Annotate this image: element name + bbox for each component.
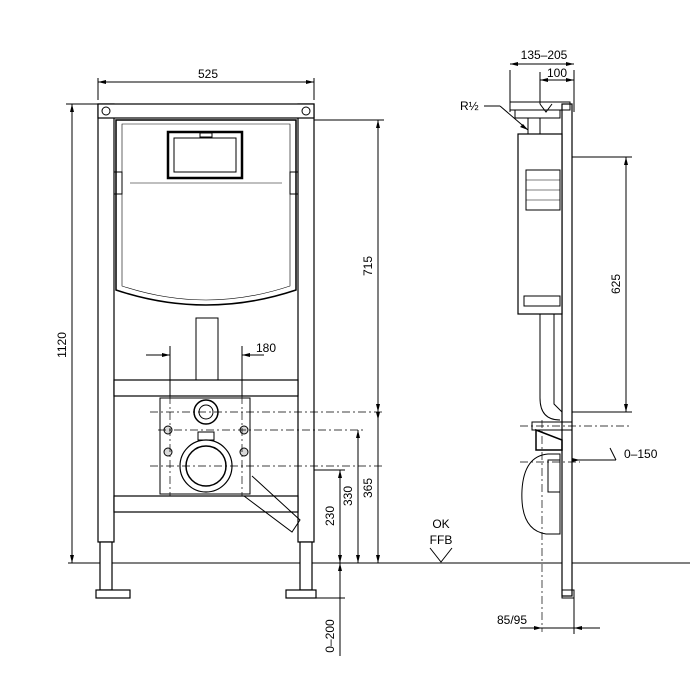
offset-dimension: 0–150 <box>624 447 658 461</box>
right-leg <box>299 541 313 591</box>
left-leg <box>99 541 113 591</box>
middle-rail <box>113 379 299 397</box>
floor-marker-arrow <box>429 547 453 563</box>
height-dimension: 1120 <box>55 332 69 358</box>
bottom-rail <box>113 495 299 513</box>
mount-hole-left <box>101 106 111 116</box>
floor-marker: OK FFB <box>429 517 453 563</box>
right-foot <box>285 589 317 599</box>
side-bowl-outlet <box>521 453 561 535</box>
thread-label: R½ <box>460 99 479 113</box>
side-upright <box>561 103 573 597</box>
mount-hole-right <box>301 106 311 116</box>
flush-plate <box>166 130 244 180</box>
right-upright <box>297 103 315 543</box>
side-cistern <box>517 133 563 315</box>
front-view: 525 1120 715 180 365 330 <box>55 67 690 656</box>
left-upright <box>97 103 115 543</box>
floor-marker-line1: OK <box>432 517 449 531</box>
foot-dimension: 85/95 <box>497 613 527 627</box>
floor-marker-line2: FFB <box>430 533 453 547</box>
top-rail <box>97 103 315 119</box>
cistern-height-dimension: 715 <box>361 256 375 276</box>
cistern-body <box>115 119 297 306</box>
left-foot <box>95 589 131 599</box>
floor-adjust-dimension: 0–200 <box>323 619 337 653</box>
side-cistern-dimension: 625 <box>609 274 623 294</box>
side-depth-dimension: 100 <box>547 66 567 80</box>
side-view: 625 135–205 100 R½ 0–150 85/95 <box>460 48 658 634</box>
side-depth-range-dimension: 135–205 <box>521 48 568 62</box>
pipe-spacing-dimension: 180 <box>256 341 276 355</box>
inlet-height-dimension: 330 <box>341 486 355 506</box>
bowl-mount-plate <box>159 397 251 495</box>
width-dimension: 525 <box>198 67 218 81</box>
bolt-height-dimension: 230 <box>323 506 337 526</box>
outlet-height-dimension: 365 <box>361 478 375 498</box>
flush-pipe <box>195 317 219 381</box>
